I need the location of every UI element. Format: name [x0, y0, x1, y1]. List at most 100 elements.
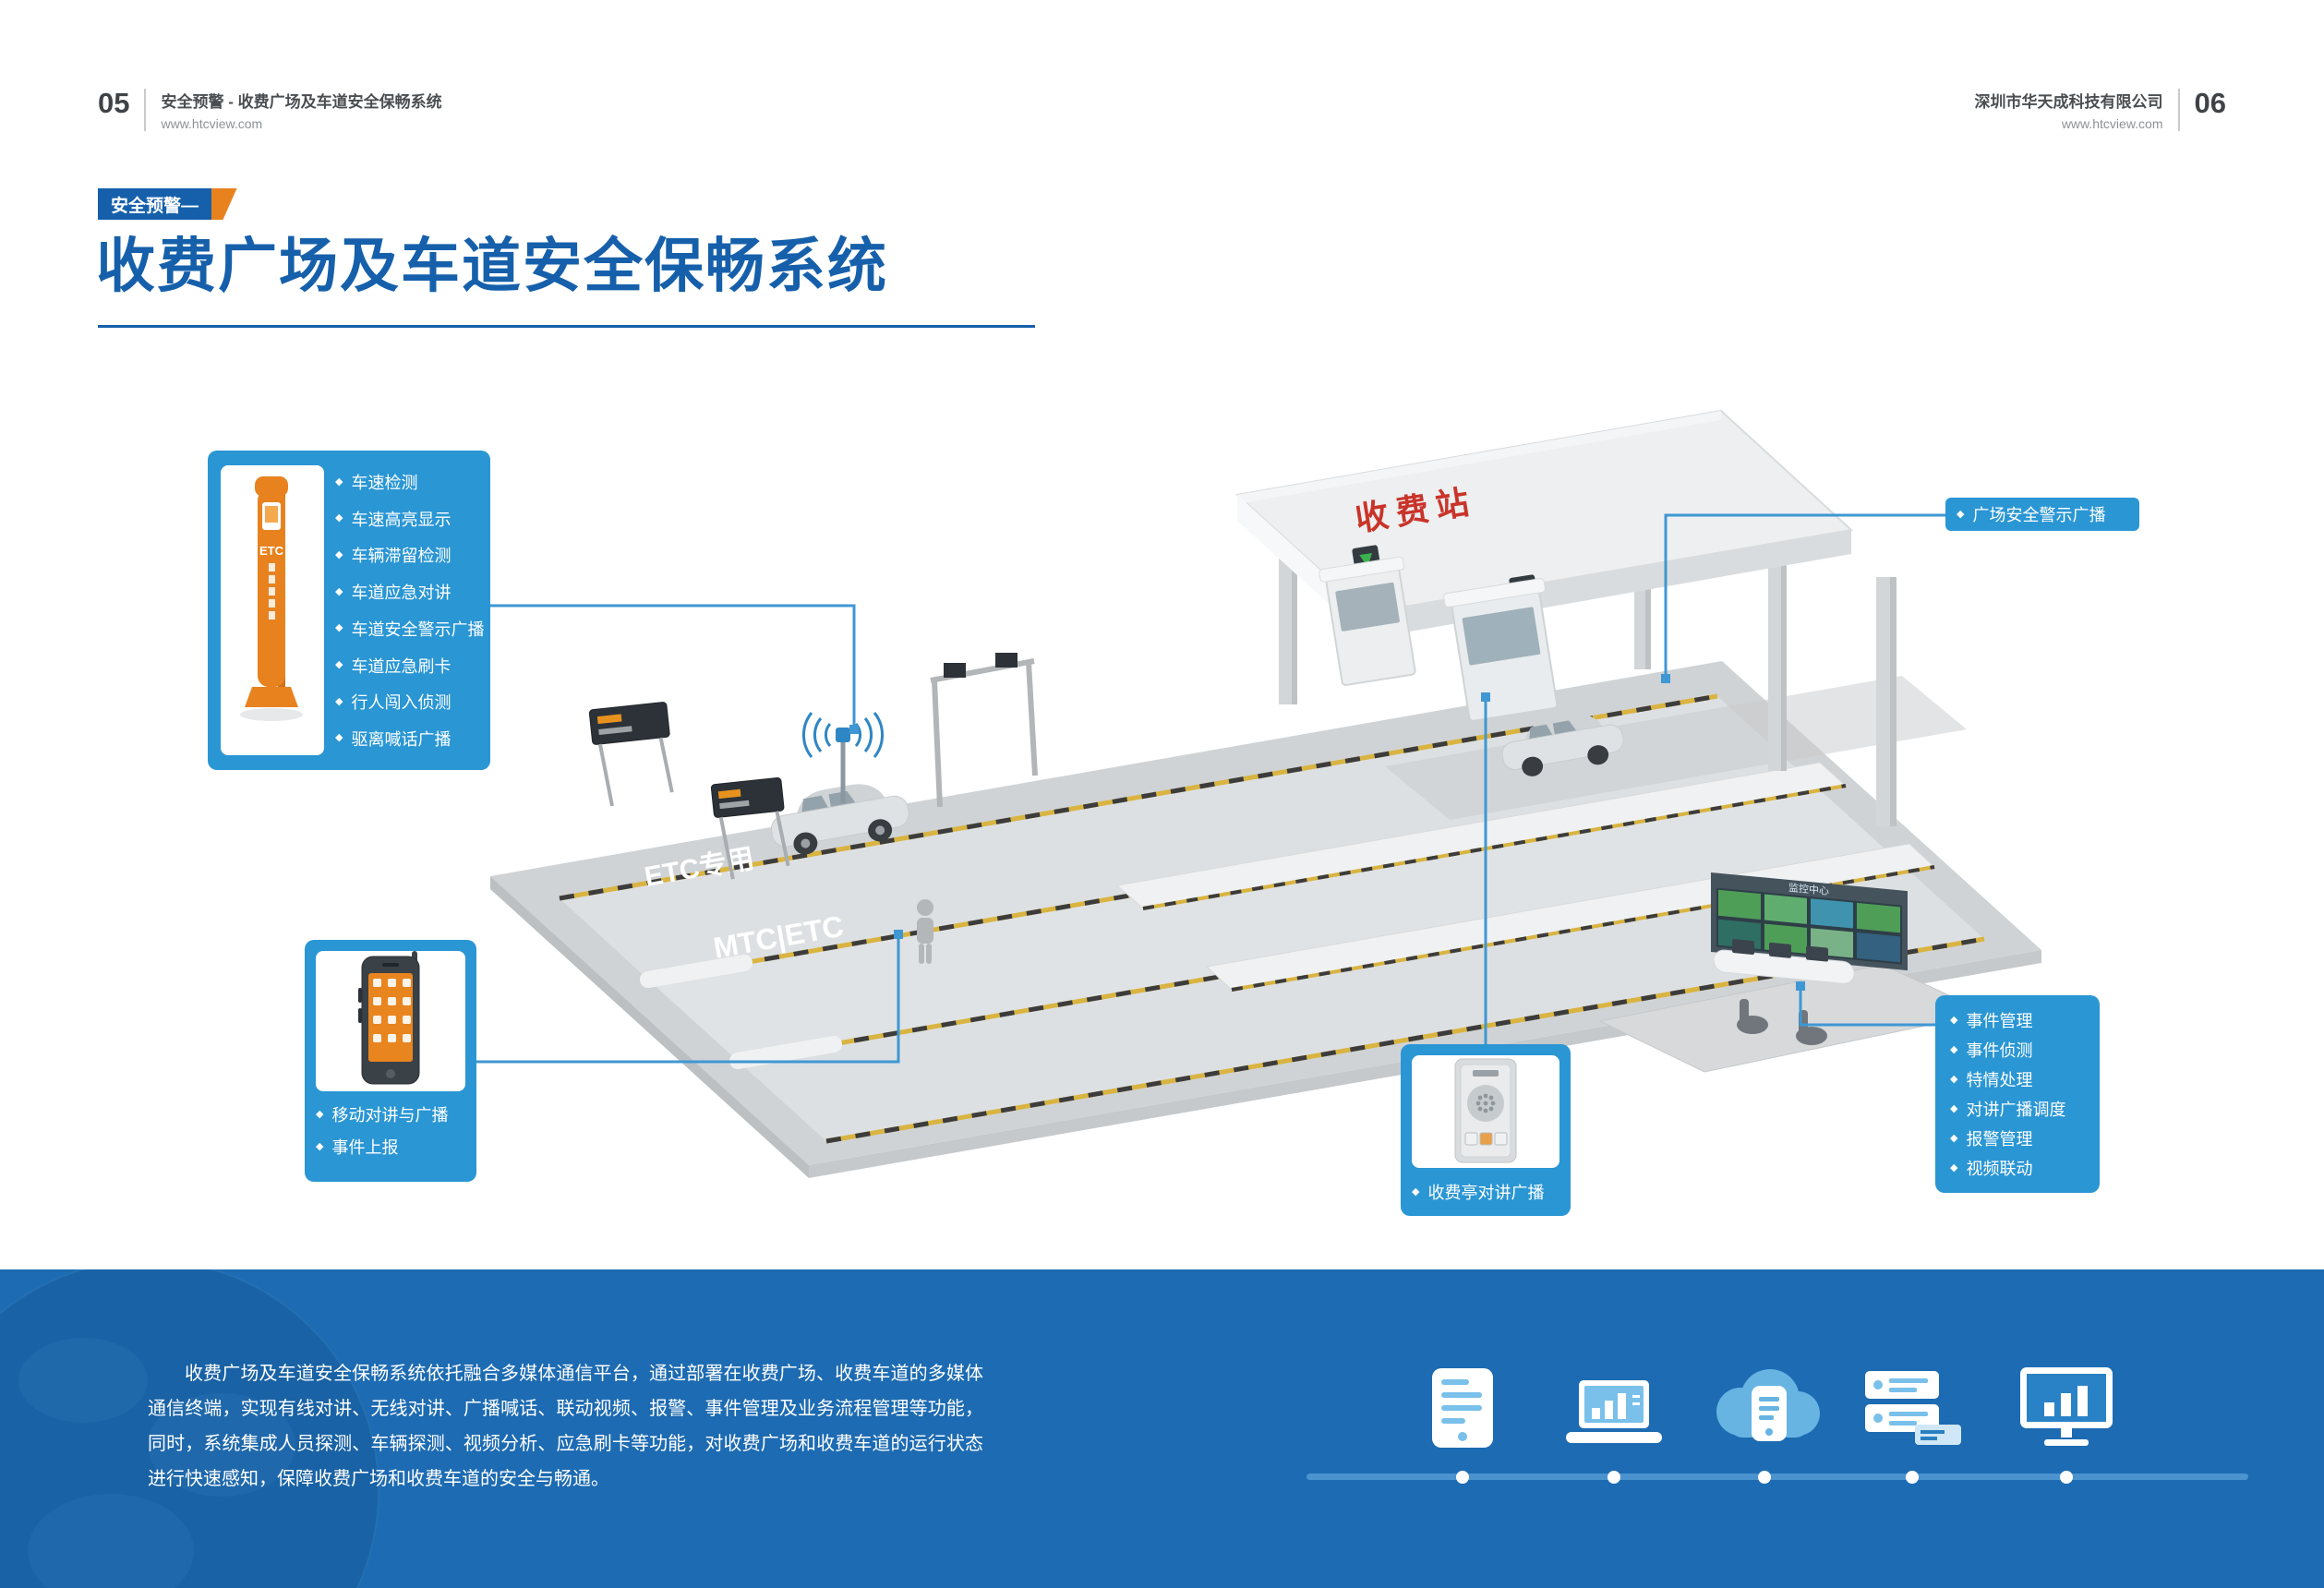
diamond-bullet-icon: ◆	[335, 585, 343, 597]
diamond-bullet-icon: ◆	[335, 548, 343, 560]
bullet-label: 报警管理	[1966, 1130, 2033, 1149]
header-section-title: 安全预警 - 收费广场及车道安全保畅系统	[161, 93, 442, 111]
bullet-label: 车速高亮显示	[351, 510, 452, 529]
station-sign: 收费站	[1353, 482, 1479, 538]
camera-gantry	[930, 653, 1038, 808]
bullet-item: ◆ 特情处理	[1950, 1067, 2085, 1091]
bullet-label: 事件上报	[331, 1138, 399, 1157]
callout-control-center: ◆ 事件管理 ◆ 事件侦测 ◆ 特情处理 ◆ 对讲广播调度 ◆报警管理 ◆ 视频联动	[1935, 995, 2100, 1193]
diamond-bullet-icon: ◆	[1950, 1073, 1958, 1085]
lane-sign	[588, 702, 674, 807]
video-wall: 监控中心	[1711, 872, 1908, 971]
bullet-item: ◆车辆滞留检测	[335, 543, 484, 567]
bullet-item: ◆车道应急刷卡	[335, 654, 484, 678]
monitoring-center: 监控中心	[1598, 872, 1989, 1073]
bullet-label: 事件侦测	[1966, 1041, 2033, 1060]
footer-paragraph: 收费广场及车道安全保畅系统依托融合多媒体通信平台，通过部署在收费广场、收费车道的…	[148, 1364, 983, 1489]
server-icon	[1865, 1371, 1961, 1445]
header-url-right: www.htcview.com	[2061, 116, 2163, 131]
bullet-label: 对讲广播调度	[1966, 1101, 2066, 1119]
intercom-device-image	[1412, 1055, 1559, 1168]
bullet-item: ◆ 对讲广播调度	[1950, 1097, 2085, 1121]
header-divider	[144, 89, 147, 131]
control-desk	[1713, 939, 1855, 984]
callout-plaza-broadcast: ◆ 广场安全警示广播	[1945, 498, 2139, 531]
diamond-bullet-icon: ◆	[1950, 1102, 1958, 1114]
diamond-bullet-icon: ◆	[335, 732, 343, 744]
toll-booth	[1443, 578, 1559, 722]
bullet-label: 视频联动	[1966, 1160, 2033, 1178]
diamond-bullet-icon: ◆	[1950, 1161, 1958, 1173]
diamond-bullet-icon: ◆	[335, 475, 343, 487]
header-company-name: 深圳市华天成科技有限公司	[1974, 93, 2163, 111]
plaza-ground	[490, 661, 2041, 1178]
bullet-item: ◆ 行人闯入侦测	[335, 690, 484, 714]
green-arrow-sign	[1509, 574, 1538, 604]
page-number-left: 05	[98, 87, 130, 119]
header-divider	[2177, 89, 2180, 131]
bullet-label: 车道应急对讲	[351, 583, 452, 603]
lanes	[560, 696, 1984, 1141]
diamond-bullet-icon: ◆	[335, 622, 343, 634]
connector-dot	[1608, 1471, 1620, 1484]
section-tag-label: 安全预警—	[98, 188, 212, 220]
bullet-item: ◆ 事件侦测	[1950, 1038, 2085, 1062]
bullet-label: 行人闯入侦测	[351, 693, 452, 713]
bullet-item: ◆收费亭对讲广播	[1412, 1180, 1559, 1204]
handheld-device-icon	[358, 951, 420, 1085]
connector-dot	[1456, 1471, 1469, 1484]
bullet-item: ◆ 事件管理	[1950, 1008, 2085, 1032]
tablet-terminal-icon	[1432, 1368, 1493, 1448]
car	[770, 784, 909, 855]
etc-pole-icon: ETC	[240, 476, 303, 721]
pedestrian	[917, 899, 933, 964]
connector-dot	[2060, 1471, 2073, 1484]
cloud-platform-icon	[1716, 1369, 1820, 1441]
diamond-bullet-icon: ◆	[1412, 1185, 1420, 1197]
car	[1501, 714, 1624, 776]
lane-sign	[710, 776, 790, 880]
icon-connector-line	[1306, 1474, 2248, 1480]
etc-pole-image: ETC	[221, 465, 324, 755]
bullet-item: ◆报警管理	[1950, 1126, 2085, 1150]
callout-lane-pole: ETC ◆ 车速检测 ◆ 车速高亮显示 ◆车辆滞留检测 ◆ 车道应急对讲 ◆车道安全警…	[208, 451, 490, 770]
page-title: 收费广场及车道安全保畅系统	[96, 233, 888, 299]
section-tag: 安全预警—	[98, 188, 237, 220]
chair	[1796, 1010, 1827, 1045]
globe-watermark	[0, 1269, 379, 1588]
diamond-bullet-icon: ◆	[335, 659, 343, 671]
callout-booth-intercom: ◆收费亭对讲广播	[1401, 1044, 1571, 1216]
island-nose	[640, 955, 753, 988]
diamond-bullet-icon: ◆	[1950, 1014, 1958, 1026]
bullet-label: 特情处理	[1966, 1071, 2033, 1089]
bullet-label: 移动对讲与广播	[331, 1106, 449, 1125]
handheld-device-image	[316, 951, 465, 1091]
header-right: 深圳市华天成科技有限公司 www.htcview.com 06	[1975, 89, 2226, 131]
canopy-pillars	[1279, 531, 1897, 826]
lane-label-mtc-etc: MTC|ETC	[711, 909, 846, 965]
diamond-bullet-icon: ◆	[1950, 1043, 1958, 1055]
connector-dot	[1758, 1471, 1771, 1484]
bullet-label: 事件管理	[1966, 1012, 2033, 1030]
diamond-bullet-icon: ◆	[335, 512, 343, 524]
bullet-label: 车速检测	[351, 474, 418, 492]
connector-nodes	[849, 674, 1805, 991]
bullet-item: ◆车道安全警示广播	[335, 617, 484, 641]
diamond-bullet-icon: ◆	[335, 695, 343, 707]
bullet-item: ◆ 车速高亮显示	[335, 507, 484, 531]
laptop-icon	[1566, 1380, 1662, 1443]
footer-band: 收费广场及车道安全保畅系统依托融合多媒体通信平台，通过部署在收费广场、收费车道的…	[0, 1269, 2324, 1588]
green-arrow-sign	[1352, 545, 1381, 574]
hazard-stripes	[559, 693, 1985, 1144]
header-url-left: www.htcview.com	[161, 116, 263, 131]
callout-connectors	[476, 513, 1945, 1064]
diamond-bullet-icon: ◆	[1957, 508, 1965, 520]
bullet-item: ◆ 车速检测	[335, 470, 484, 494]
monitor-room-title: 监控中心	[1788, 881, 1829, 897]
intercom-device-icon	[1454, 1058, 1517, 1163]
title-underline	[98, 325, 1035, 328]
lane-label-etc: ETC专用	[642, 844, 756, 893]
wireless-beacon-icon	[802, 712, 884, 803]
toll-booth	[1319, 556, 1416, 686]
header-left: 05 安全预警 - 收费广场及车道安全保畅系统 www.htcview.com	[98, 89, 442, 131]
